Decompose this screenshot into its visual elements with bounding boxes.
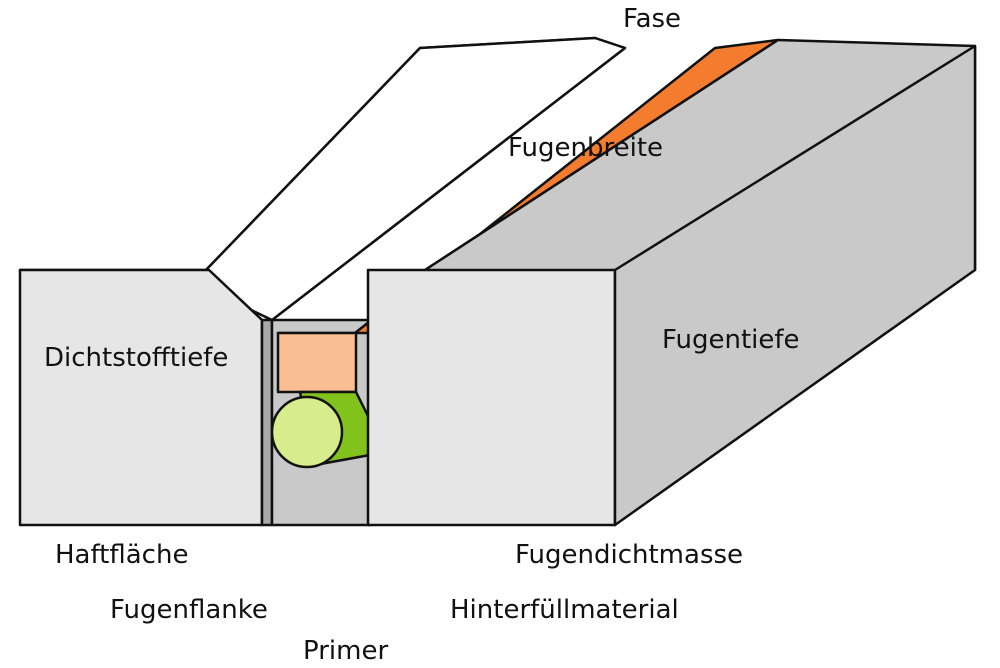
label-fase: Fase (623, 4, 682, 34)
backer-rod-disc (270, 395, 344, 469)
label-fugenflanke: Fugenflanke (110, 595, 268, 625)
label-primer: Primer (303, 636, 389, 666)
label-fugentiefe: Fugentiefe (662, 325, 800, 355)
label-hinterfuellmaterial: Hinterfüllmaterial (450, 595, 679, 625)
sealant-front (276, 331, 358, 394)
left-block-flank (260, 318, 274, 527)
label-haftflaeche: Haftfläche (55, 540, 189, 570)
label-fugendichtmasse: Fugendichtmasse (515, 540, 744, 570)
right-block-side (613, 44, 977, 527)
left-block-front (18, 268, 264, 527)
label-fugenbreite: Fugenbreite (508, 133, 664, 163)
label-dichtstofftiefe: Dichtstofftiefe (44, 343, 229, 373)
right-block-front (366, 268, 617, 527)
